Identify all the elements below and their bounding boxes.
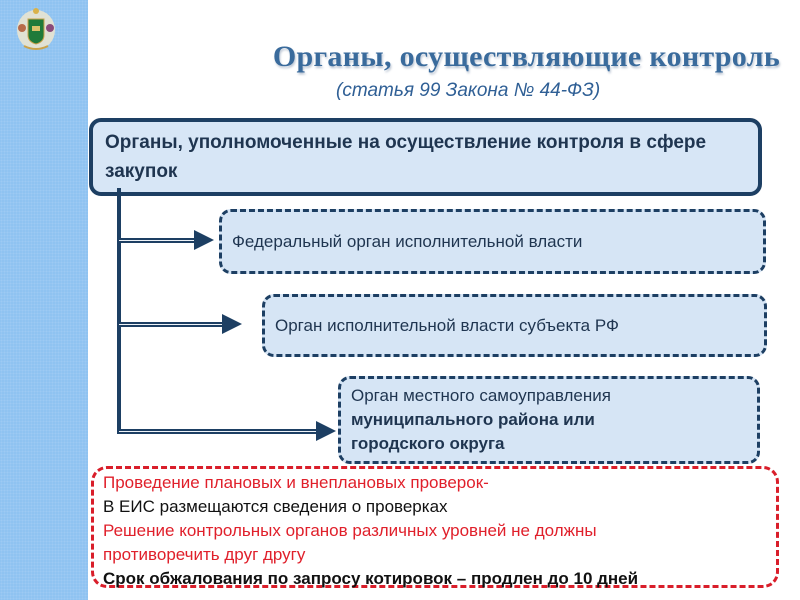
connector-branch-2 <box>119 322 223 327</box>
box-label-line: муниципального района или <box>351 410 595 429</box>
regional-authority-box: Орган исполнительной власти субъекта РФ <box>262 294 767 357</box>
connector-vertical-line <box>117 188 121 434</box>
slide-subtitle: (статья 99 Закона № 44-ФЗ) <box>336 80 601 101</box>
left-decorative-strip <box>0 0 88 600</box>
box-label-line: Орган местного самоуправления <box>351 386 611 405</box>
arrow-right-icon <box>222 314 242 334</box>
note-line: Решение контрольных органов различных ур… <box>103 521 597 540</box>
note-line: В ЕИС размещаются сведения о проверках <box>103 497 448 516</box>
notes-box: Проведение плановых и внеплановых провер… <box>91 466 779 588</box>
box-label-line: городского округа <box>351 434 505 453</box>
box-label: Федеральный орган исполнительной власти <box>232 231 583 251</box>
local-authority-box: Орган местного самоуправления муниципаль… <box>338 376 760 464</box>
connector-branch-1 <box>119 238 197 243</box>
federal-authority-box: Федеральный орган исполнительной власти <box>219 209 766 274</box>
coat-of-arms-icon <box>17 8 55 50</box>
arrow-right-icon <box>316 421 336 441</box>
note-line: Проведение плановых и внеплановых провер… <box>103 473 489 492</box>
note-line: Срок обжалования по запросу котировок – … <box>103 569 639 588</box>
note-line: противоречить друг другу <box>103 545 306 564</box>
connector-branch-3 <box>119 429 319 434</box>
box-label: Орган исполнительной власти субъекта РФ <box>275 315 619 335</box>
slide-title: Органы, осуществляющие контроль <box>272 40 780 73</box>
arrow-right-icon <box>194 230 214 250</box>
main-authority-box: Органы, уполномоченные на осуществление … <box>89 118 762 196</box>
